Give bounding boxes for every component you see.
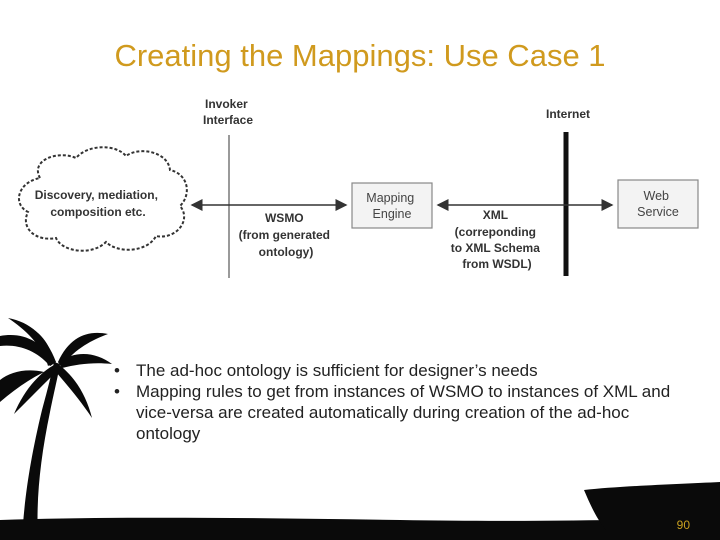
page-number: 90 (676, 518, 690, 532)
xml-label: XML (correponding to XML Schema from WSD… (451, 208, 543, 271)
mapping-engine-label: Mapping Engine (366, 191, 417, 221)
bullet-item: The ad-hoc ontology is sufficient for de… (112, 360, 672, 381)
internet-label: Internet (546, 107, 590, 121)
cloud-label: Discovery, mediation, composition etc. (35, 188, 162, 219)
web-service-label: Web Service (637, 189, 679, 219)
mapping-engine-box (351, 182, 433, 229)
slide-title: Creating the Mappings: Use Case 1 (114, 38, 606, 73)
invoker-interface-label: Invoker Interface (203, 97, 253, 127)
bullet-item: Mapping rules to get from instances of W… (112, 381, 672, 444)
bullet-list: The ad-hoc ontology is sufficient for de… (112, 360, 672, 444)
web-service-box (617, 179, 699, 229)
cloud-shape (17, 146, 188, 252)
wsmo-label: WSMO (from generated ontology) (239, 211, 334, 259)
